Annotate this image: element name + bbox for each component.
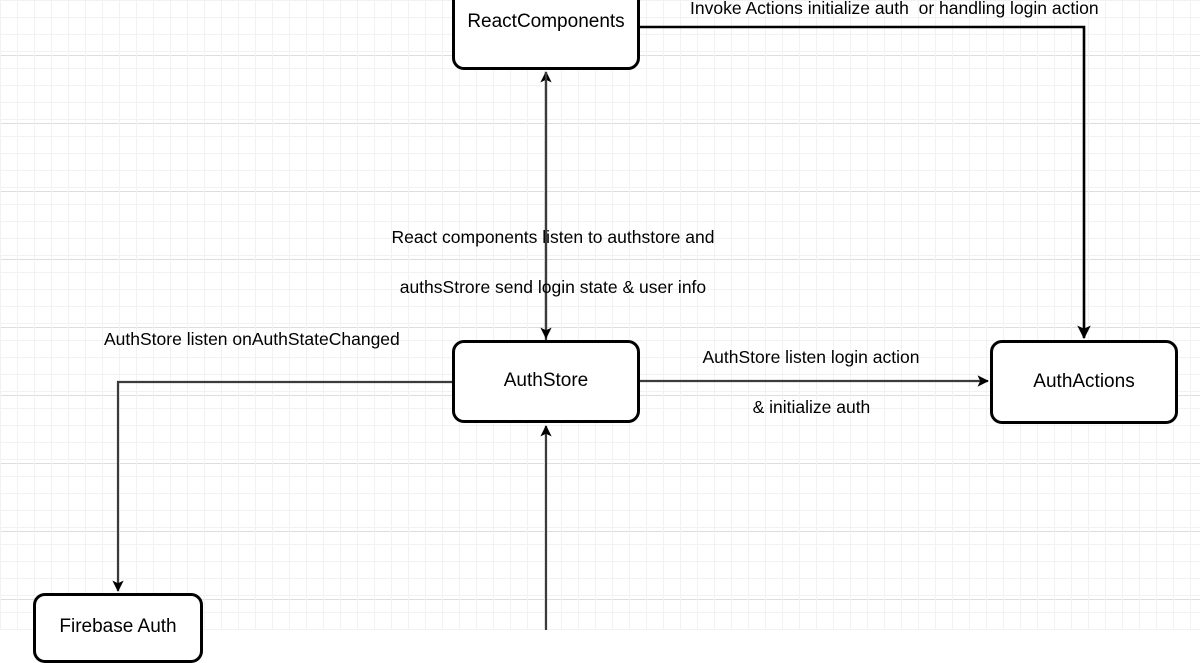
edge-label-react-listens: React components listen to authstore and… (372, 200, 714, 324)
node-firebase-auth[interactable]: Firebase Auth (33, 593, 203, 663)
edge-label-authstore-login-action: AuthStore listen login action & initiali… (684, 320, 919, 444)
edge-label-react-listens-line1: React components listen to authstore and (391, 226, 715, 247)
node-authstore[interactable]: AuthStore (452, 340, 640, 423)
node-firebase-auth-label: Firebase Auth (59, 616, 177, 637)
node-authactions[interactable]: AuthActions (990, 340, 1178, 424)
node-reactcomponents[interactable]: ReactComponents (452, 0, 640, 70)
node-authstore-label: AuthStore (503, 370, 589, 392)
node-reactcomponents-label: ReactComponents (467, 10, 625, 32)
node-authactions-label: AuthActions (1033, 370, 1135, 392)
edge-label-authstore-login-action-line1: AuthStore listen login action (702, 346, 920, 367)
edge-label-onauthstatechanged: AuthStore listen onAuthStateChanged (104, 329, 400, 349)
edge-label-react-listens-line2: authsStrore send login state & user info (399, 276, 707, 297)
edge-label-invoke-actions: Invoke Actions initialize auth or handli… (690, 0, 1099, 18)
edge-label-authstore-login-action-line2: & initialize auth (752, 396, 871, 417)
edge-authstore-to-firebaseauth (112, 380, 452, 592)
